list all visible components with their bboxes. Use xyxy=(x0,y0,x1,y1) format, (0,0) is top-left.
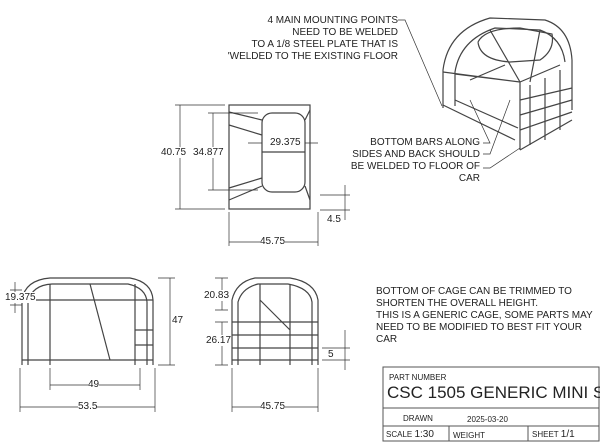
note-bottom-bars: BOTTOM BARS ALONG SIDES AND BACK SHOULD … xyxy=(350,137,480,184)
side-view xyxy=(231,277,319,365)
dim-front-width: 53.5 xyxy=(78,401,98,412)
dim-front-inner-width: 49 xyxy=(88,379,100,390)
sheet-field: SHEET 1/1 xyxy=(532,429,575,440)
drawn-date: 2025-03-20 xyxy=(467,415,508,424)
scale-field: SCALE 1:30 xyxy=(386,429,434,440)
dim-side-bar: 5 xyxy=(328,349,334,360)
part-number: CSC 1505 GENERIC MINI STOCK xyxy=(387,383,600,402)
side-view-dimensions xyxy=(215,277,350,412)
note-trim: BOTTOM OF CAGE CAN BE TRIMMED TO SHORTEN… xyxy=(376,286,593,345)
dim-front-upper: 19.375 xyxy=(5,292,36,303)
top-view-dimensions xyxy=(175,104,350,246)
dim-top-offset: 4.5 xyxy=(327,214,341,225)
dim-top-inner-height: 34.877 xyxy=(193,147,224,158)
dim-side-lower: 26.17 xyxy=(206,335,232,346)
isometric-view xyxy=(442,17,573,151)
part-number-label: PART NUMBER xyxy=(389,373,447,382)
dim-top-height: 40.75 xyxy=(161,147,187,158)
note-mounting: 4 MAIN MOUNTING POINTS NEED TO BE WELDED… xyxy=(227,15,398,62)
drawn-label: DRAWN xyxy=(403,414,433,423)
top-view xyxy=(228,104,311,210)
dim-top-width: 45.75 xyxy=(260,236,286,247)
dim-top-inner-width: 29.375 xyxy=(270,137,301,148)
weight-label: WEIGHT xyxy=(453,431,485,440)
dim-front-height: 47 xyxy=(172,315,184,326)
dim-side-upper: 20.83 xyxy=(204,290,230,301)
dim-side-width: 45.75 xyxy=(260,401,286,412)
leader-lines xyxy=(398,19,521,169)
title-block xyxy=(382,366,600,442)
